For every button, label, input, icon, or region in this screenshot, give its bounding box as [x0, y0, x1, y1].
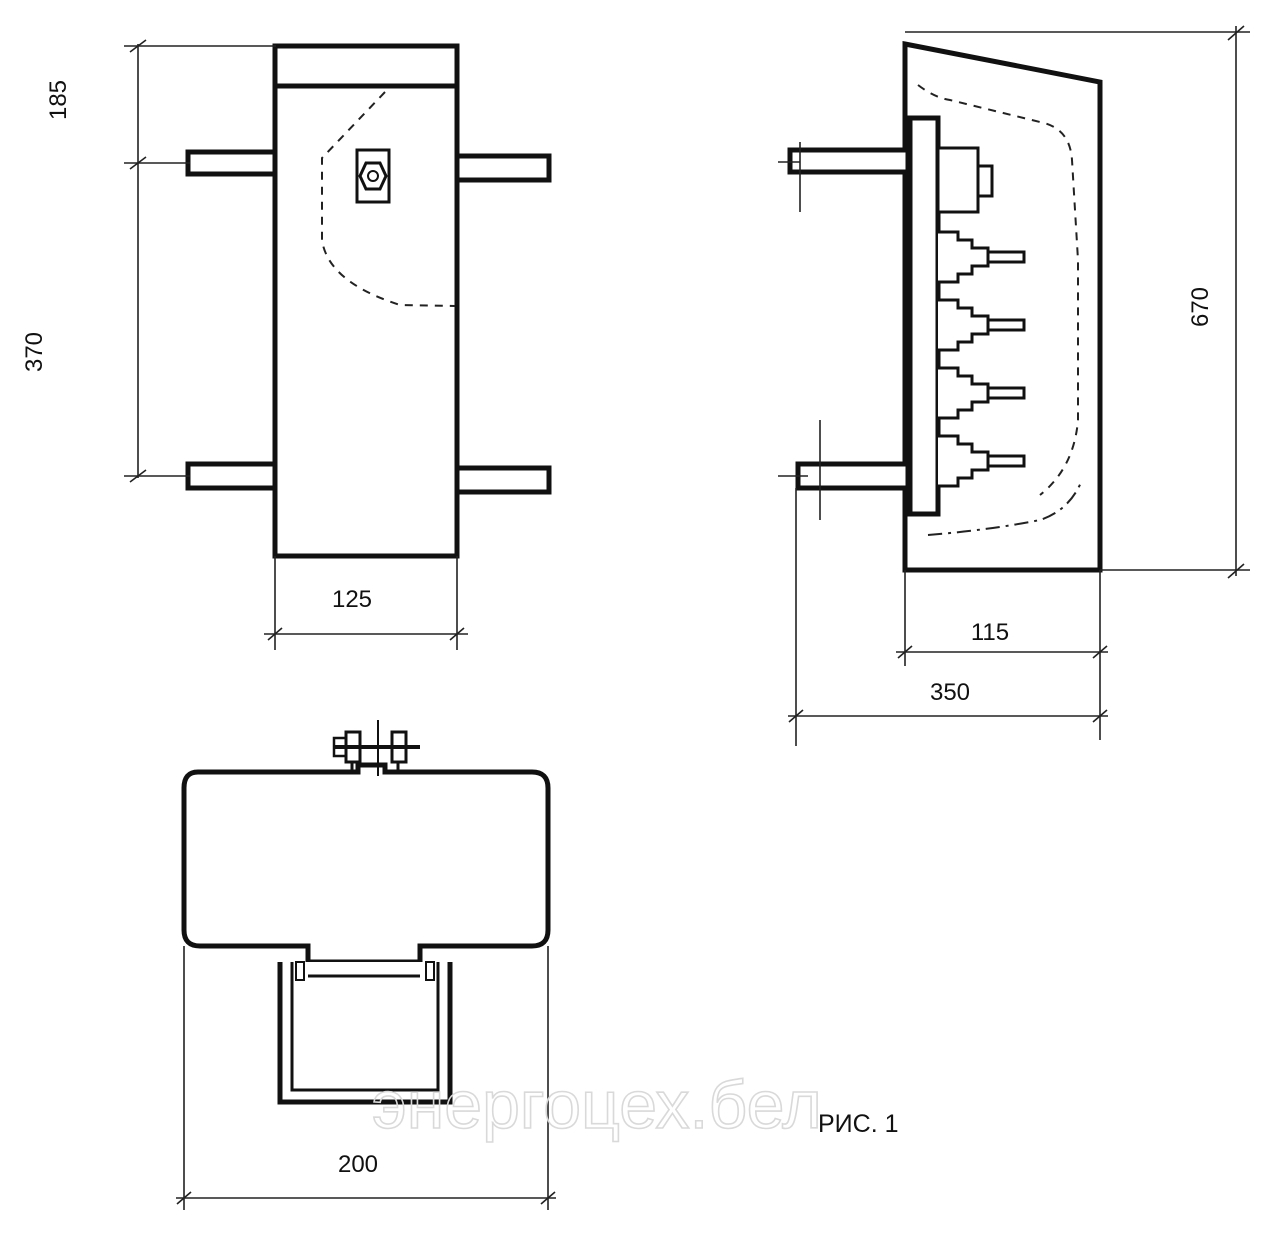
side-view: 670 115 350	[778, 25, 1250, 746]
side-chain-contour	[927, 479, 1083, 536]
plan-subbox	[277, 962, 453, 1105]
watermark: энергоцех.бел	[372, 1067, 822, 1143]
front-hidden-contour	[321, 91, 456, 307]
side-terminal-cap	[976, 164, 994, 198]
dim-front-top: 185	[45, 80, 72, 120]
side-terminal-4	[938, 434, 1026, 488]
dim-front-span: 370	[21, 332, 48, 372]
side-stud-lower	[795, 461, 911, 491]
side-stud-upper	[787, 147, 911, 175]
dim-front-width: 125	[332, 586, 372, 613]
front-stud-upper-right	[453, 153, 552, 183]
front-terminal-nut	[358, 161, 388, 191]
side-terminal-2	[938, 298, 1026, 352]
front-terminal-bolt	[367, 170, 379, 182]
plan-view: 200	[176, 720, 556, 1210]
front-stud-lower-right	[453, 465, 552, 495]
side-terminal-1	[938, 230, 1026, 284]
dim-side-height: 670	[1187, 287, 1214, 327]
side-hidden-contour	[917, 84, 1079, 496]
front-stud-upper-left	[185, 149, 279, 177]
side-terminal-block	[936, 146, 980, 214]
side-mounting-plate	[907, 115, 941, 517]
plan-top-bolt	[332, 720, 420, 776]
front-body	[272, 43, 460, 559]
dim-plan-width: 200	[338, 1151, 378, 1178]
plan-subbox-inner	[290, 962, 440, 1092]
dim-side-total-depth: 350	[930, 679, 970, 706]
front-stud-lower-left	[185, 461, 279, 491]
dim-side-body-depth: 115	[971, 619, 1009, 646]
side-terminal-3	[938, 366, 1026, 420]
front-terminal-plate	[355, 148, 391, 204]
plan-housing	[181, 762, 551, 965]
figure-caption: РИС. 1	[818, 1110, 899, 1138]
front-view: 185 370 125	[21, 39, 552, 650]
